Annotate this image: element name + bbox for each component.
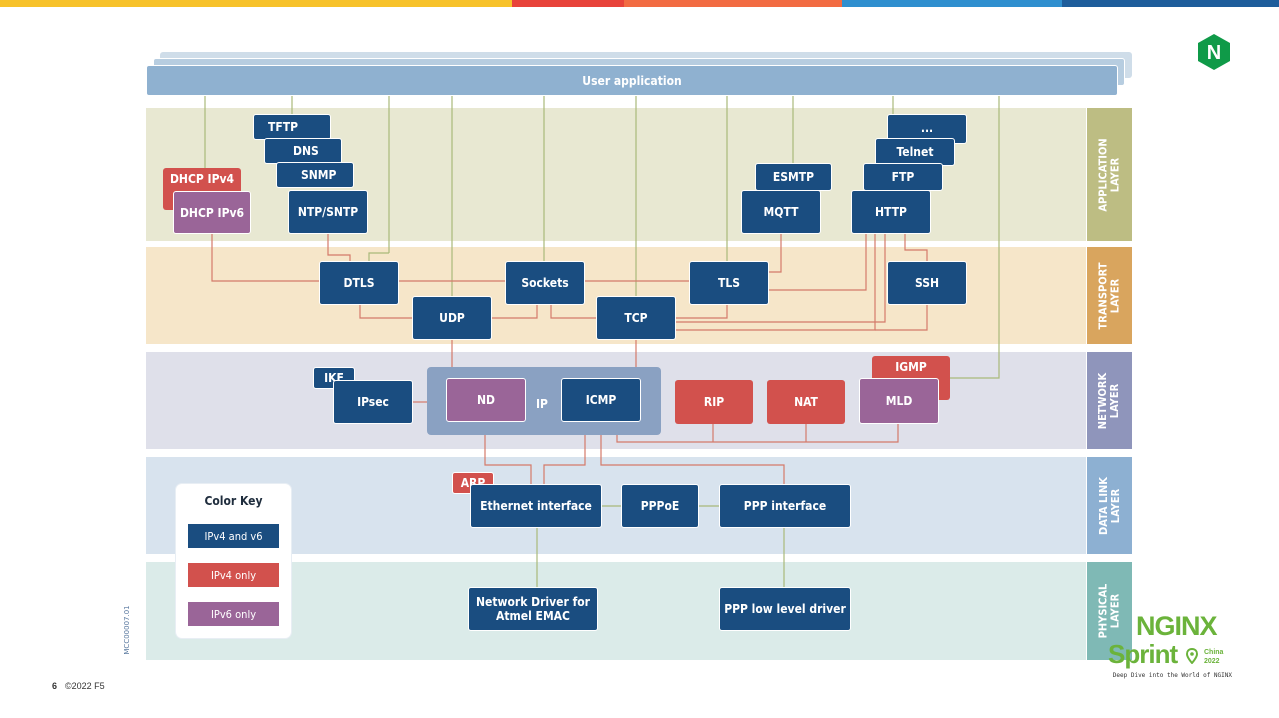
- tcp-box: TCP: [596, 296, 676, 340]
- ppp-interface-box: PPP interface: [719, 484, 851, 528]
- nd-box: ND: [446, 378, 526, 422]
- network-driver-box: Network Driver for Atmel EMAC: [468, 587, 598, 631]
- mqtt-box: MQTT: [741, 190, 821, 234]
- nat-box: NAT: [767, 380, 845, 424]
- key-ipv4-only: IPv4 only: [188, 563, 279, 587]
- ip-label: IP: [536, 397, 548, 411]
- ethernet-interface-box: Ethernet interface: [470, 484, 602, 528]
- ipsec-box: IPsec: [333, 380, 413, 424]
- physical-layer-band: [146, 562, 1086, 660]
- stripe-orange: [624, 0, 842, 7]
- sockets-box: Sockets: [505, 261, 585, 305]
- slide-footer: 6 ©2022 F5: [52, 681, 105, 691]
- stripe-red: [512, 0, 624, 7]
- mld-box: MLD: [859, 378, 939, 424]
- sprint-title: NGINX: [1136, 611, 1218, 641]
- pppoe-box: PPPoE: [621, 484, 699, 528]
- datalink-layer-label: DATA LINK LAYER: [1087, 457, 1132, 554]
- sprint-year: 2022: [1204, 658, 1220, 665]
- page-number: 6: [52, 681, 58, 691]
- ppp-low-level-driver-box: PPP low level driver: [719, 587, 851, 631]
- ftp-box: FTP: [863, 163, 943, 191]
- dns-box: DNS: [264, 138, 342, 164]
- udp-box: UDP: [412, 296, 492, 340]
- dtls-box: DTLS: [319, 261, 399, 305]
- stripe-navy: [1062, 0, 1279, 7]
- stripe-yellow: [0, 0, 512, 7]
- http-box: HTTP: [851, 190, 931, 234]
- network-layer-label: NETWORK LAYER: [1087, 352, 1132, 449]
- telnet-box: Telnet: [875, 138, 955, 166]
- ntp-sntp-box: NTP/SNTP: [288, 190, 368, 234]
- tls-box: TLS: [689, 261, 769, 305]
- stripe-blue: [842, 0, 1062, 7]
- nginx-logo-icon: N: [1198, 34, 1230, 70]
- key-ipv4-and-v6: IPv4 and v6: [188, 524, 279, 548]
- location-pin-icon: [1186, 648, 1198, 664]
- nginx-sprint-logo: NGINX Sprint China 2022 Deep Dive into t…: [1108, 612, 1232, 682]
- icmp-box: ICMP: [561, 378, 641, 422]
- snmp-box: SNMP: [276, 162, 354, 188]
- esmtp-box: ESMTP: [755, 163, 832, 191]
- document-code: MCC00007.01: [123, 605, 131, 655]
- physical-layer-label: PHYSICAL LAYER: [1087, 562, 1132, 660]
- user-application-bar: User application: [146, 65, 1118, 96]
- svg-text:N: N: [1207, 42, 1221, 64]
- application-layer-label: APPLICATION LAYER: [1087, 108, 1132, 241]
- color-key-title: Color Key: [204, 494, 263, 508]
- top-color-stripe: [0, 0, 1279, 7]
- transport-layer-label: TRANSPORT LAYER: [1087, 247, 1132, 344]
- sprint-word: Sprint: [1108, 639, 1178, 669]
- copyright: ©2022 F5: [65, 681, 105, 691]
- dhcp-ipv6-box: DHCP IPv6: [173, 191, 251, 234]
- color-key: Color Key IPv4 and v6 IPv4 only IPv6 onl…: [176, 484, 291, 638]
- ssh-box: SSH: [887, 261, 967, 305]
- rip-box: RIP: [675, 380, 753, 424]
- sprint-tagline: Deep Dive into the World of NGINX: [1112, 672, 1232, 679]
- tftp-box: TFTP: [253, 114, 331, 140]
- sprint-region: China: [1204, 649, 1224, 656]
- key-ipv6-only: IPv6 only: [188, 602, 279, 626]
